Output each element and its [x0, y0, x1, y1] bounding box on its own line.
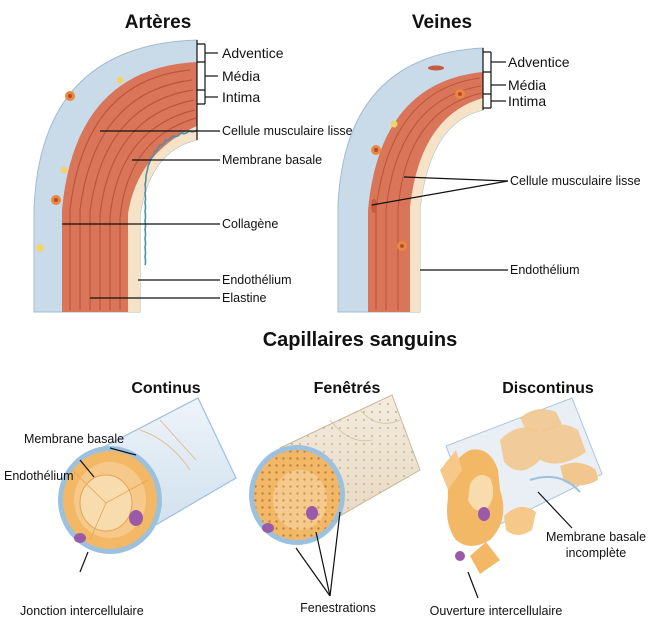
capillaries-title: Capillaires sanguins: [263, 329, 458, 351]
artery-label-elastin: Elastine: [222, 291, 267, 305]
vein-layer-brackets: [483, 48, 506, 110]
fenestrated-label-fenestrations: Fenestrations: [300, 601, 376, 615]
artery-illustration: [34, 40, 220, 312]
continuous-label-basement-membrane: Membrane basale: [24, 432, 124, 446]
vein-label-adventice: Adventice: [508, 54, 570, 70]
discontinuous-label-gap: Ouverture intercellulaire: [430, 604, 563, 618]
vein-label-smooth-muscle: Cellule musculaire lisse: [510, 174, 641, 188]
vein-title: Veines: [412, 12, 472, 33]
continuous-title: Continus: [131, 380, 200, 397]
artery-label-endothelium: Endothélium: [222, 273, 292, 287]
vein-label-intima: Intima: [508, 93, 546, 109]
artery-label-collagen: Collagène: [222, 217, 278, 231]
artery-label-intima: Intima: [222, 89, 260, 105]
artery-label-media: Média: [222, 68, 260, 84]
discontinuous-title: Discontinus: [502, 380, 594, 397]
discontinuous-label-membrane-line1: Membrane basale: [546, 530, 646, 544]
artery-label-basement-membrane: Membrane basale: [222, 153, 322, 167]
continuous-label-junction: Jonction intercellulaire: [20, 604, 144, 618]
continuous-label-endothelium: Endothélium: [4, 469, 74, 483]
artery-layer-brackets: [197, 40, 218, 140]
continuous-capillary-illustration: [58, 398, 236, 554]
fenestrated-capillary-illustration: [249, 395, 420, 545]
discontinuous-label-membrane-line2: incomplète: [566, 546, 626, 560]
artery-label-smooth-muscle: Cellule musculaire lisse: [222, 124, 353, 138]
vein-label-media: Média: [508, 77, 546, 93]
vein-illustration: [338, 48, 508, 312]
vein-label-endothelium: Endothélium: [510, 263, 580, 277]
artery-label-adventice: Adventice: [222, 45, 284, 61]
artery-title: Artères: [125, 12, 192, 33]
fenestrated-title: Fenêtrés: [314, 380, 381, 397]
